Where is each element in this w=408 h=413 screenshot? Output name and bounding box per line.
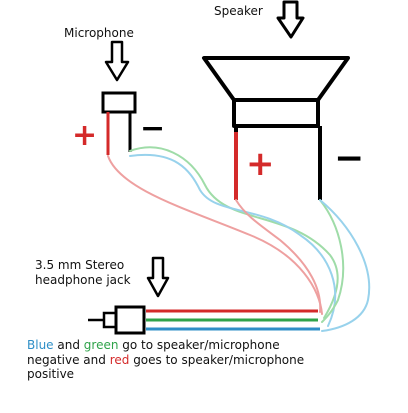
caption-and: and — [53, 338, 84, 352]
mic-red-wire — [107, 155, 323, 315]
microphone-symbol — [101, 91, 137, 155]
microphone-positive-sign: + — [72, 118, 97, 153]
jack-arrow — [146, 256, 170, 298]
mic-green-wire — [129, 146, 339, 319]
mic-blue-wire — [129, 153, 337, 327]
caption-blue-word: Blue — [27, 338, 54, 352]
wiring-caption: Blue and green go to speaker/microphone … — [27, 338, 327, 382]
microphone-negative-sign: − — [140, 111, 165, 146]
caption-green-word: green — [83, 338, 119, 352]
caption-rest-2: goes to speaker/microphone positive — [27, 352, 305, 382]
headphone-jack-label: 3.5 mm Stereo headphone jack — [35, 258, 165, 288]
headphone-jack — [88, 305, 146, 335]
caption-red-word: red — [109, 352, 130, 367]
microphone-label: Microphone — [64, 26, 134, 40]
caption-rest-1: go to speaker/microphone negative and — [27, 338, 280, 367]
speaker-blue-wire — [319, 199, 371, 332]
headphone-jack-label-line2: headphone jack — [35, 273, 131, 287]
speaker-positive-sign: + — [246, 144, 275, 184]
microphone-arrow — [104, 40, 130, 82]
speaker-label: Speaker — [214, 4, 263, 18]
speaker-symbol — [202, 56, 350, 200]
headphone-jack-label-line1: 3.5 mm Stereo — [35, 258, 125, 272]
speaker-red-wire — [235, 199, 322, 313]
speaker-arrow — [276, 0, 305, 39]
speaker-green-wire — [319, 199, 345, 323]
speaker-negative-sign: − — [334, 138, 364, 179]
